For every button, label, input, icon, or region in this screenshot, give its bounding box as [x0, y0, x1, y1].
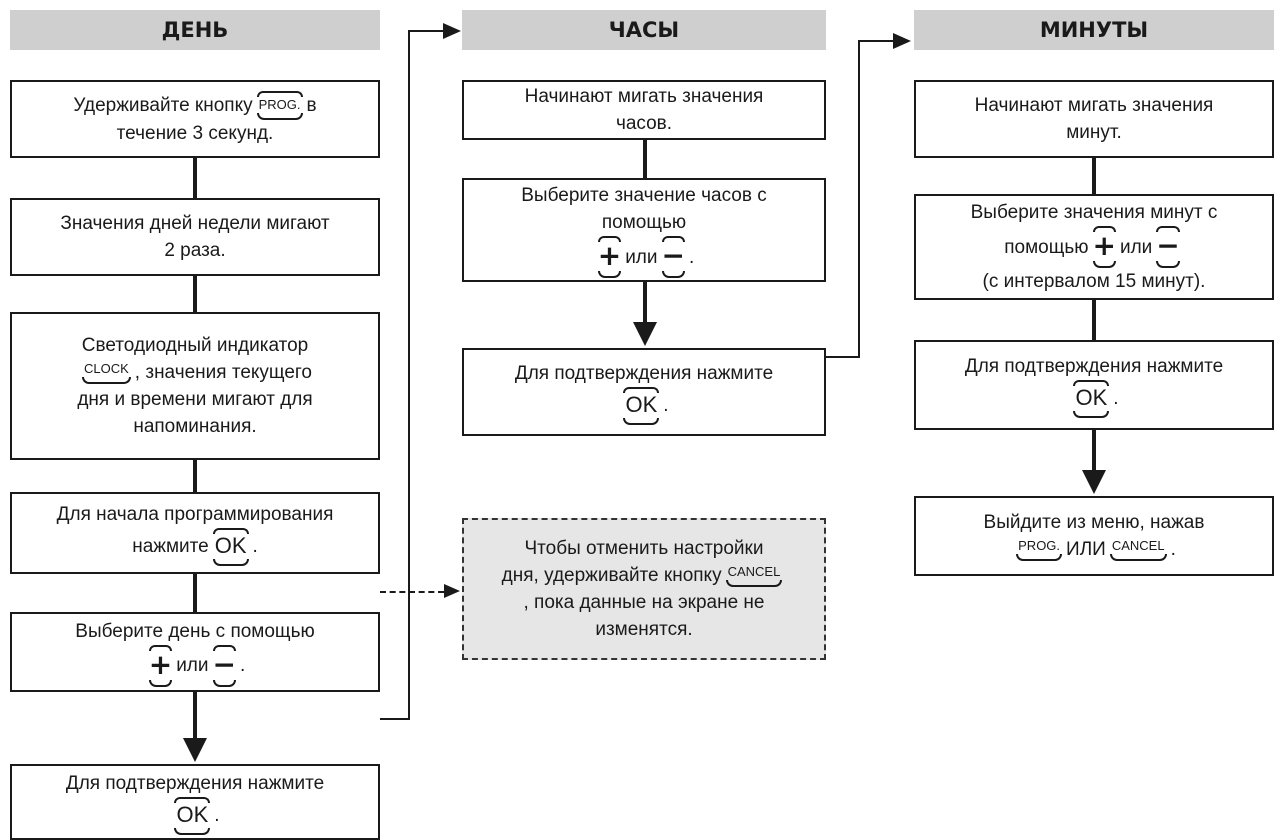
minus-key-icon: − — [1156, 226, 1180, 268]
hours-step-blink: Начинают мигать значения часов. — [462, 80, 826, 140]
minutes-step-blink: Начинают мигать значения минут. — [914, 80, 1274, 158]
arrow-right-icon — [893, 33, 911, 49]
arrow-down-icon — [1082, 470, 1106, 494]
arrow-down-icon — [183, 738, 207, 762]
ok-key-icon: OK — [212, 527, 249, 566]
minutes-step2-or: или — [1119, 236, 1153, 258]
minutes-step-confirm: Для подтверждения нажмите OK . — [914, 340, 1274, 430]
minutes-step4-or: ИЛИ — [1066, 539, 1106, 560]
day-step3-line2: , значения текущего — [134, 362, 312, 383]
day-step-weekday-blink: Значения дней недели мигают 2 раза. — [10, 198, 380, 276]
connector — [193, 276, 197, 312]
connector — [193, 460, 197, 492]
day-step3-line4: напоминания. — [133, 416, 257, 437]
day-step4-pre: нажмите — [132, 536, 209, 557]
day-step1-text: Удерживайте кнопку — [73, 95, 253, 116]
plus-key-icon: + — [1092, 226, 1116, 268]
clock-key-icon: CLOCK — [82, 362, 131, 384]
minus-key-icon: − — [661, 236, 685, 278]
ok-key-icon: OK — [623, 386, 660, 425]
day-step1-line2: течение 3 секунд. — [116, 123, 274, 144]
minutes-step4-line1: Выйдите из меню, нажав — [983, 512, 1205, 533]
connector — [193, 158, 197, 198]
hours-step2-line2: помощью — [601, 212, 687, 233]
day-step3-line3: дня и времени мигают для — [77, 389, 313, 410]
cancel-note-pre: дня, удерживайте кнопку — [501, 565, 722, 586]
day-step-hold-prog: Удерживайте кнопку PROG. в течение 3 сек… — [10, 80, 380, 158]
dashed-connector — [380, 591, 444, 593]
day-step5-or: или — [176, 655, 209, 676]
connector — [408, 30, 410, 720]
minutes-step1-line2: минут. — [1066, 122, 1122, 143]
day-step5-post: . — [239, 655, 246, 676]
minutes-step3-line1: Для подтверждения нажмите — [964, 355, 1224, 377]
connector — [1092, 300, 1096, 340]
cancel-note-line1: Чтобы отменить настройки — [524, 538, 764, 559]
day-step6-post: . — [214, 805, 220, 826]
cancel-note-line4: изменятся. — [595, 619, 693, 640]
minutes-step-select: Выберите значения минут с помощью + или … — [914, 194, 1274, 300]
connector-arrow-line — [193, 692, 197, 742]
hours-step1-line2: часов. — [615, 113, 673, 134]
connector — [380, 718, 410, 720]
day-step-start-programming: Для начала программирования нажмите OK . — [10, 492, 380, 574]
header-minutes: МИНУТЫ — [914, 10, 1274, 50]
minutes-step2-pre: помощью — [1004, 236, 1089, 258]
connector — [643, 140, 647, 178]
connector-arrow-line — [1092, 430, 1096, 474]
plus-key-icon: + — [597, 236, 622, 278]
day-step5-line1: Выберите день с помощью — [75, 620, 315, 642]
day-step6-line1: Для подтверждения нажмите — [65, 772, 325, 794]
connector — [1092, 158, 1096, 194]
day-step-clock-led: Светодиодный индикатор CLOCK , значения … — [10, 312, 380, 460]
cancel-key-icon: CANCEL — [1109, 539, 1167, 561]
day-step-confirm: Для подтверждения нажмите OK . — [10, 764, 380, 840]
header-hours: ЧАСЫ — [462, 10, 826, 50]
minutes-step1-line1: Начинают мигать значения — [974, 95, 1214, 116]
hours-step-confirm: Для подтверждения нажмите OK . — [462, 348, 826, 436]
arrow-right-icon — [444, 584, 460, 598]
ok-key-icon: OK — [1073, 379, 1110, 418]
hours-step-select: Выберите значение часов с помощью + или … — [462, 178, 826, 282]
day-step-select-day: Выберите день с помощью + или − . — [10, 612, 380, 692]
connector — [858, 40, 894, 42]
day-step3-line1: Светодиодный индикатор — [81, 335, 309, 356]
cancel-note-line3: , пока данные на экране не — [523, 592, 765, 613]
minutes-step2-line1: Выберите значения минут с — [970, 202, 1218, 223]
minutes-step-exit: Выйдите из меню, нажав PROG. ИЛИ CANCEL … — [914, 496, 1274, 576]
minus-key-icon: − — [212, 644, 236, 687]
header-hours-label: ЧАСЫ — [608, 18, 680, 42]
hours-step3-post: . — [663, 395, 669, 416]
connector — [858, 40, 860, 358]
connector — [408, 30, 444, 32]
day-step2-line2: 2 раза. — [164, 240, 226, 261]
minutes-step4-post: . — [1170, 539, 1176, 560]
plus-key-icon: + — [148, 644, 173, 687]
day-step1-post: в — [306, 95, 317, 116]
arrow-down-icon — [633, 322, 657, 346]
day-step2-line1: Значения дней недели мигают — [60, 213, 330, 234]
hours-step2-or: или — [625, 246, 658, 268]
header-day: ДЕНЬ — [10, 10, 380, 50]
minutes-step3-post: . — [1113, 388, 1119, 409]
hours-step2-post: . — [688, 246, 695, 268]
prog-key-icon: PROG. — [256, 91, 303, 120]
ok-key-icon: OK — [174, 796, 211, 835]
prog-key-icon: PROG. — [1016, 539, 1063, 561]
connector-arrow-line — [643, 282, 647, 326]
hours-step2-line1: Выберите значение часов с — [521, 185, 767, 206]
day-step4-post: . — [252, 536, 258, 557]
hours-step3-line1: Для подтверждения нажмите — [514, 362, 774, 384]
connector — [826, 356, 860, 358]
header-minutes-label: МИНУТЫ — [1039, 18, 1149, 42]
header-day-label: ДЕНЬ — [161, 18, 229, 42]
day-step4-line1: Для начала программирования — [56, 503, 334, 525]
connector — [193, 574, 197, 612]
cancel-note: Чтобы отменить настройки дня, удерживайт… — [462, 518, 826, 660]
cancel-key-icon: CANCEL — [725, 565, 783, 587]
minutes-step2-line3: (с интервалом 15 минут). — [982, 271, 1206, 292]
hours-step1-line1: Начинают мигать значения — [524, 86, 764, 107]
arrow-right-icon — [443, 23, 461, 39]
